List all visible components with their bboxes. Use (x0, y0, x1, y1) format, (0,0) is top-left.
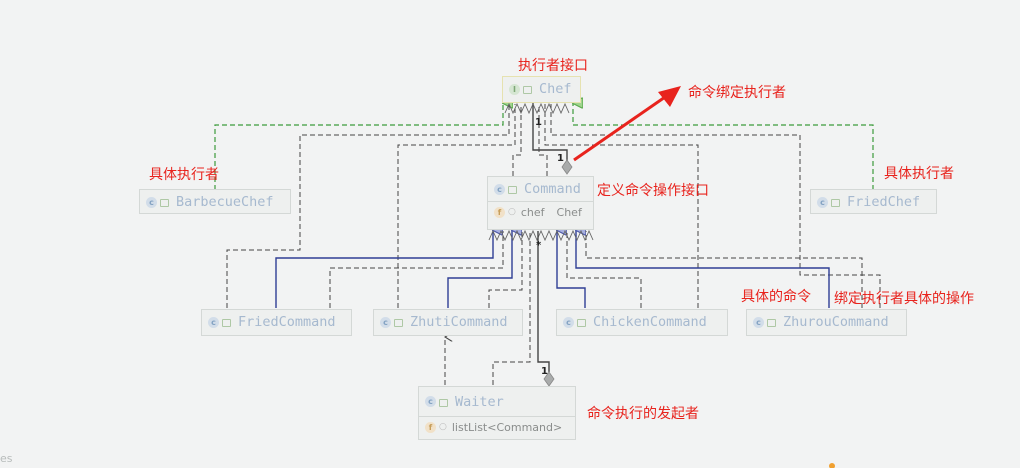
class-icon: c (208, 316, 219, 328)
class-name: FriedCommand (238, 314, 336, 330)
inheritance-zhuroucommand-command (576, 230, 830, 308)
class-zhuticommand[interactable]: c ZhutiCommand (373, 309, 523, 336)
association-command-chef (532, 103, 568, 163)
realization-friedchef-chef (573, 103, 874, 190)
dependency-zhuroucommand-chef (550, 104, 881, 308)
class-icon: c (380, 316, 391, 328)
chef-fan-lines (504, 102, 570, 115)
dependency-chickencommand-command (566, 231, 642, 308)
annotation-concrete-command: 具体的命令 (741, 289, 811, 305)
package-lock-icon (831, 199, 840, 207)
visibility-icon: ○ (439, 422, 447, 432)
class-friedcommand[interactable]: c FriedCommand (201, 309, 352, 336)
dependency-edges-chef (226, 104, 881, 308)
package-lock-icon (577, 319, 586, 327)
association-command-chef-diamond (561, 159, 573, 175)
class-chickencommand[interactable]: c ChickenCommand (556, 309, 728, 336)
field-icon: f (494, 206, 505, 218)
annotation-command-initiator: 命令执行的发起者 (587, 406, 699, 422)
dependency-command-chef-b (538, 104, 548, 176)
multiplicity-waiter-command: * (536, 240, 542, 251)
class-friedchef[interactable]: c FriedChef (810, 189, 937, 214)
package-lock-icon (160, 199, 169, 207)
class-icon: c (817, 196, 828, 208)
annotation-define-command-interface: 定义命令操作接口 (597, 183, 709, 199)
package-lock-icon (508, 186, 517, 194)
dependency-chickencommand-chef (544, 104, 699, 308)
annotation-concrete-executor-right: 具体执行者 (884, 166, 954, 182)
command-fan-lines (488, 229, 594, 242)
class-icon: c (146, 196, 157, 208)
multiplicity-command-chef: 1 (557, 153, 564, 164)
dependency-friedcommand-chef (226, 104, 510, 308)
dependency-friedcommand-command (329, 231, 504, 308)
field-type: Chef (556, 205, 582, 219)
class-zhuroucommand[interactable]: c ZhurouCommand (746, 309, 907, 336)
class-barbecuechef[interactable]: c BarbecueChef (139, 189, 291, 214)
package-lock-icon (394, 319, 403, 327)
class-name: ZhurouCommand (783, 314, 889, 330)
class-icon: c (563, 316, 574, 328)
inheritance-friedcommand-command (275, 230, 493, 308)
class-name: BarbecueChef (176, 194, 274, 210)
inheritance-edges (275, 230, 830, 308)
visibility-icon: ○ (508, 207, 516, 217)
field-row: f○ chef Chef (488, 201, 593, 222)
multiplicity-chef: 1 (535, 117, 542, 128)
class-command[interactable]: c Command f○ chef Chef (487, 176, 594, 230)
realization-barbecuechef-chef (214, 103, 503, 190)
annotation-bind-concrete-operation: 绑定执行者具体的操作 (834, 291, 974, 307)
footer-fragment: es (0, 452, 13, 465)
class-name: Waiter (455, 393, 504, 410)
class-name: ZhutiCommand (410, 314, 508, 330)
class-icon: c (753, 316, 764, 328)
inheritance-chickencommand-command (557, 230, 586, 308)
annotation-executor-interface: 执行者接口 (518, 58, 588, 74)
dependency-command-chef-a (512, 104, 522, 176)
class-name: ChickenCommand (593, 314, 707, 330)
class-icon: c (425, 396, 436, 407)
annotation-arrow (573, 86, 681, 162)
aggregation-waiter-command (537, 231, 550, 372)
class-icon: c (494, 183, 505, 195)
multiplicity-waiter: 1 (541, 366, 548, 377)
class-chef[interactable]: I Chef (502, 76, 581, 103)
dependency-zhuticommand-command (488, 231, 523, 308)
class-name: Chef (539, 81, 572, 97)
cursor-mark (829, 463, 835, 468)
field-row: f○ listList<Command> (419, 416, 575, 437)
dependency-zhuticommand-chef (397, 104, 516, 308)
interface-icon: I (509, 83, 520, 95)
inheritance-zhuticommand-command (447, 230, 512, 308)
package-lock-icon (523, 86, 532, 94)
package-lock-icon (767, 319, 776, 327)
field-name: listList<Command> (451, 420, 563, 434)
class-name: Command (524, 181, 581, 197)
package-lock-icon (222, 319, 231, 327)
annotation-concrete-executor-left: 具体执行者 (149, 167, 219, 183)
class-waiter[interactable]: c Waiter f○ listList<Command> (418, 386, 576, 440)
annotation-command-binds-executor: 命令绑定执行者 (688, 85, 786, 101)
class-name: FriedChef (847, 194, 921, 210)
dependency-waiter-command (492, 231, 531, 385)
dependency-edges-command (329, 231, 863, 385)
package-lock-icon (439, 398, 448, 407)
realization-edges (214, 103, 874, 190)
field-name: chef (520, 205, 545, 219)
dependency-zhuroucommand-command (585, 231, 863, 308)
field-icon: f (425, 421, 436, 433)
